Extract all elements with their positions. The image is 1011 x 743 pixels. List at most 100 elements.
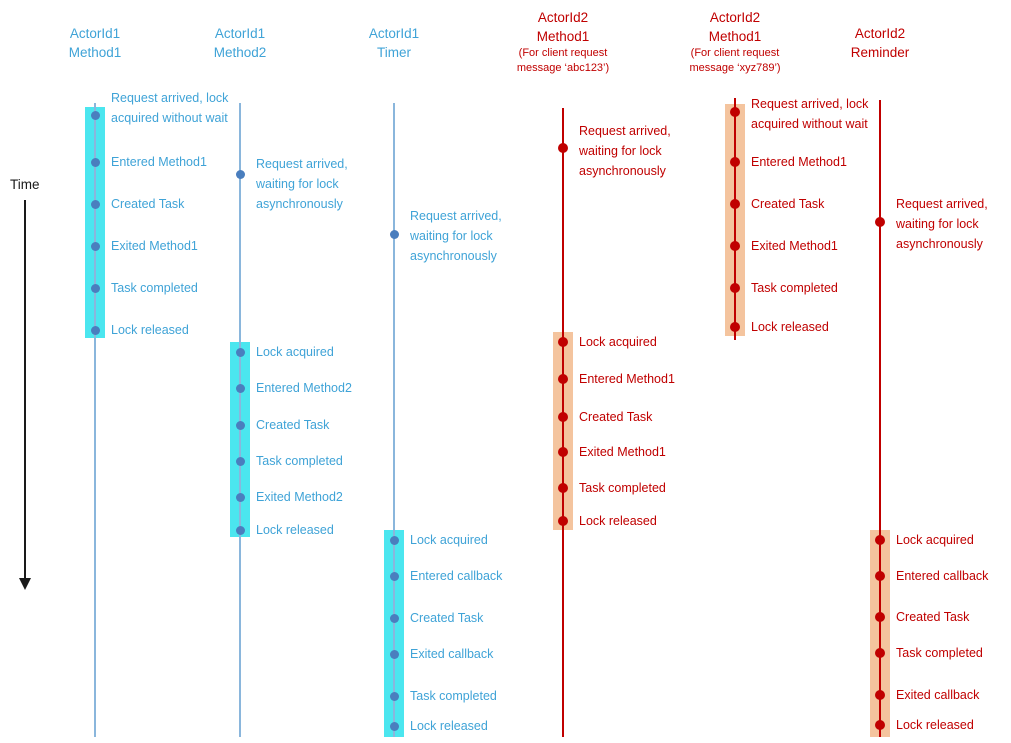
event-dot-actorid1-method1 bbox=[90, 199, 100, 209]
event-label-actorid2-reminder: Exited callback bbox=[896, 688, 980, 702]
event-label-actorid1-method1: Entered Method1 bbox=[111, 155, 207, 169]
column-title-line: ActorId2 bbox=[537, 10, 589, 25]
column-subtitle-line: (For client request bbox=[690, 47, 780, 59]
event-dot-actorid2-reminder bbox=[875, 690, 885, 700]
time-arrow-head-icon bbox=[19, 578, 31, 590]
event-label-actorid1-method2: Lock released bbox=[256, 523, 334, 537]
event-dot-actorid2-reminder bbox=[875, 612, 885, 622]
event-dot-actorid1-method2 bbox=[235, 169, 245, 179]
event-label-actorid2-reminder: Task completed bbox=[896, 646, 983, 660]
column-title-line: Method2 bbox=[213, 45, 267, 60]
event-label-actorid1-timer: Lock acquired bbox=[410, 533, 488, 547]
lifeline-actorid1-method1 bbox=[94, 103, 96, 737]
column-title-line: ActorId2 bbox=[854, 26, 906, 41]
event-label-actorid1-timer: Created Task bbox=[410, 611, 484, 625]
event-dot-actorid2-method1-xyz789 bbox=[730, 199, 740, 209]
column-title-line: Method1 bbox=[708, 29, 762, 44]
event-label-actorid2-reminder: Entered callback bbox=[896, 569, 989, 583]
event-dot-actorid1-method2 bbox=[235, 420, 245, 430]
event-label-actorid2-method1-abc123: Lock released bbox=[579, 514, 657, 528]
event-dot-actorid1-method1 bbox=[90, 241, 100, 251]
column-title-line: ActorId2 bbox=[709, 10, 761, 25]
lifeline-actorid2-method1-abc123 bbox=[562, 108, 564, 737]
event-label-actorid1-method2: Exited Method2 bbox=[256, 490, 343, 504]
column-title-line: Method1 bbox=[536, 29, 590, 44]
event-label-actorid2-method1-abc123: Request arrived, waiting for lock asynch… bbox=[579, 124, 671, 178]
event-dot-actorid2-method1-abc123 bbox=[558, 483, 568, 493]
event-label-actorid2-method1-xyz789: Entered Method1 bbox=[751, 155, 847, 169]
event-label-actorid2-method1-xyz789: Created Task bbox=[751, 197, 825, 211]
event-dot-actorid1-method2 bbox=[235, 492, 245, 502]
event-label-actorid1-timer: Task completed bbox=[410, 689, 497, 703]
event-dot-actorid2-method1-xyz789 bbox=[730, 157, 740, 167]
event-label-actorid1-method1: Exited Method1 bbox=[111, 239, 198, 253]
event-dot-actorid1-timer bbox=[389, 229, 399, 239]
event-dot-actorid2-reminder bbox=[875, 535, 885, 545]
event-dot-actorid1-method1 bbox=[90, 283, 100, 293]
event-dot-actorid2-reminder bbox=[875, 720, 885, 730]
event-dot-actorid1-method2 bbox=[235, 347, 245, 357]
event-label-actorid1-timer: Exited callback bbox=[410, 647, 494, 661]
event-dot-actorid1-timer bbox=[389, 649, 399, 659]
column-title-line: Reminder bbox=[850, 45, 910, 60]
event-dot-actorid2-method1-xyz789 bbox=[730, 283, 740, 293]
column-subtitle-line: message ‘xyz789’) bbox=[689, 62, 781, 74]
event-label-actorid1-method2: Entered Method2 bbox=[256, 381, 352, 395]
column-title-line: Timer bbox=[377, 45, 411, 60]
event-dot-actorid2-method1-abc123 bbox=[558, 447, 568, 457]
lifeline-actorid1-timer bbox=[393, 103, 395, 737]
event-label-actorid1-method2: Request arrived, waiting for lock asynch… bbox=[256, 157, 348, 211]
event-label-actorid1-method1: Request arrived, lock acquired without w… bbox=[111, 91, 229, 125]
event-dot-actorid1-timer bbox=[389, 613, 399, 623]
event-label-actorid1-method2: Created Task bbox=[256, 418, 330, 432]
event-label-actorid1-method2: Lock acquired bbox=[256, 345, 334, 359]
event-label-actorid1-method1: Created Task bbox=[111, 197, 185, 211]
event-dot-actorid1-timer bbox=[389, 535, 399, 545]
event-label-actorid2-method1-xyz789: Exited Method1 bbox=[751, 239, 838, 253]
event-label-actorid2-method1-xyz789: Task completed bbox=[751, 281, 838, 295]
event-label-actorid2-method1-abc123: Entered Method1 bbox=[579, 372, 675, 386]
event-dot-actorid1-method2 bbox=[235, 456, 245, 466]
event-label-actorid1-method2: Task completed bbox=[256, 454, 343, 468]
event-dot-actorid1-method2 bbox=[235, 383, 245, 393]
event-dot-actorid2-reminder bbox=[875, 648, 885, 658]
column-title-line: Method1 bbox=[68, 45, 122, 60]
event-dot-actorid1-method1 bbox=[90, 325, 100, 335]
event-label-actorid1-timer: Entered callback bbox=[410, 569, 503, 583]
column-title-line: ActorId1 bbox=[368, 26, 420, 41]
time-arrow-line bbox=[24, 200, 26, 580]
event-label-actorid2-reminder: Created Task bbox=[896, 610, 970, 624]
event-dot-actorid1-timer bbox=[389, 691, 399, 701]
event-dot-actorid2-reminder bbox=[875, 571, 885, 581]
event-dot-actorid2-method1-abc123 bbox=[558, 516, 568, 526]
column-title-line: ActorId1 bbox=[214, 26, 266, 41]
column-subtitle-line: (For client request bbox=[518, 47, 608, 59]
column-subtitle-line: message ‘abc123’) bbox=[516, 62, 610, 74]
event-label-actorid1-method1: Task completed bbox=[111, 281, 198, 295]
event-label-actorid2-method1-abc123: Exited Method1 bbox=[579, 445, 666, 459]
event-dot-actorid2-method1-abc123 bbox=[558, 337, 568, 347]
event-label-actorid1-timer: Request arrived, waiting for lock asynch… bbox=[410, 209, 502, 263]
event-label-actorid2-reminder: Lock acquired bbox=[896, 533, 974, 547]
event-dot-actorid1-method1 bbox=[90, 157, 100, 167]
event-label-actorid2-method1-abc123: Lock acquired bbox=[579, 335, 657, 349]
event-label-actorid2-reminder: Lock released bbox=[896, 718, 974, 732]
event-label-actorid2-method1-xyz789: Request arrived, lock acquired without w… bbox=[751, 97, 869, 131]
event-label-actorid2-method1-abc123: Created Task bbox=[579, 410, 653, 424]
event-dot-actorid2-method1-abc123 bbox=[558, 412, 568, 422]
event-label-actorid2-method1-xyz789: Lock released bbox=[751, 320, 829, 334]
event-label-actorid1-timer: Lock released bbox=[410, 719, 488, 733]
lifeline-actorid2-reminder bbox=[879, 100, 881, 737]
event-label-actorid2-reminder: Request arrived, waiting for lock asynch… bbox=[896, 197, 988, 251]
lifeline-actorid2-method1-xyz789 bbox=[734, 98, 736, 340]
event-dot-actorid2-method1-xyz789 bbox=[730, 107, 740, 117]
event-dot-actorid1-timer bbox=[389, 721, 399, 731]
lifeline-actorid1-method2 bbox=[239, 103, 241, 737]
time-axis-label: Time bbox=[10, 177, 40, 192]
